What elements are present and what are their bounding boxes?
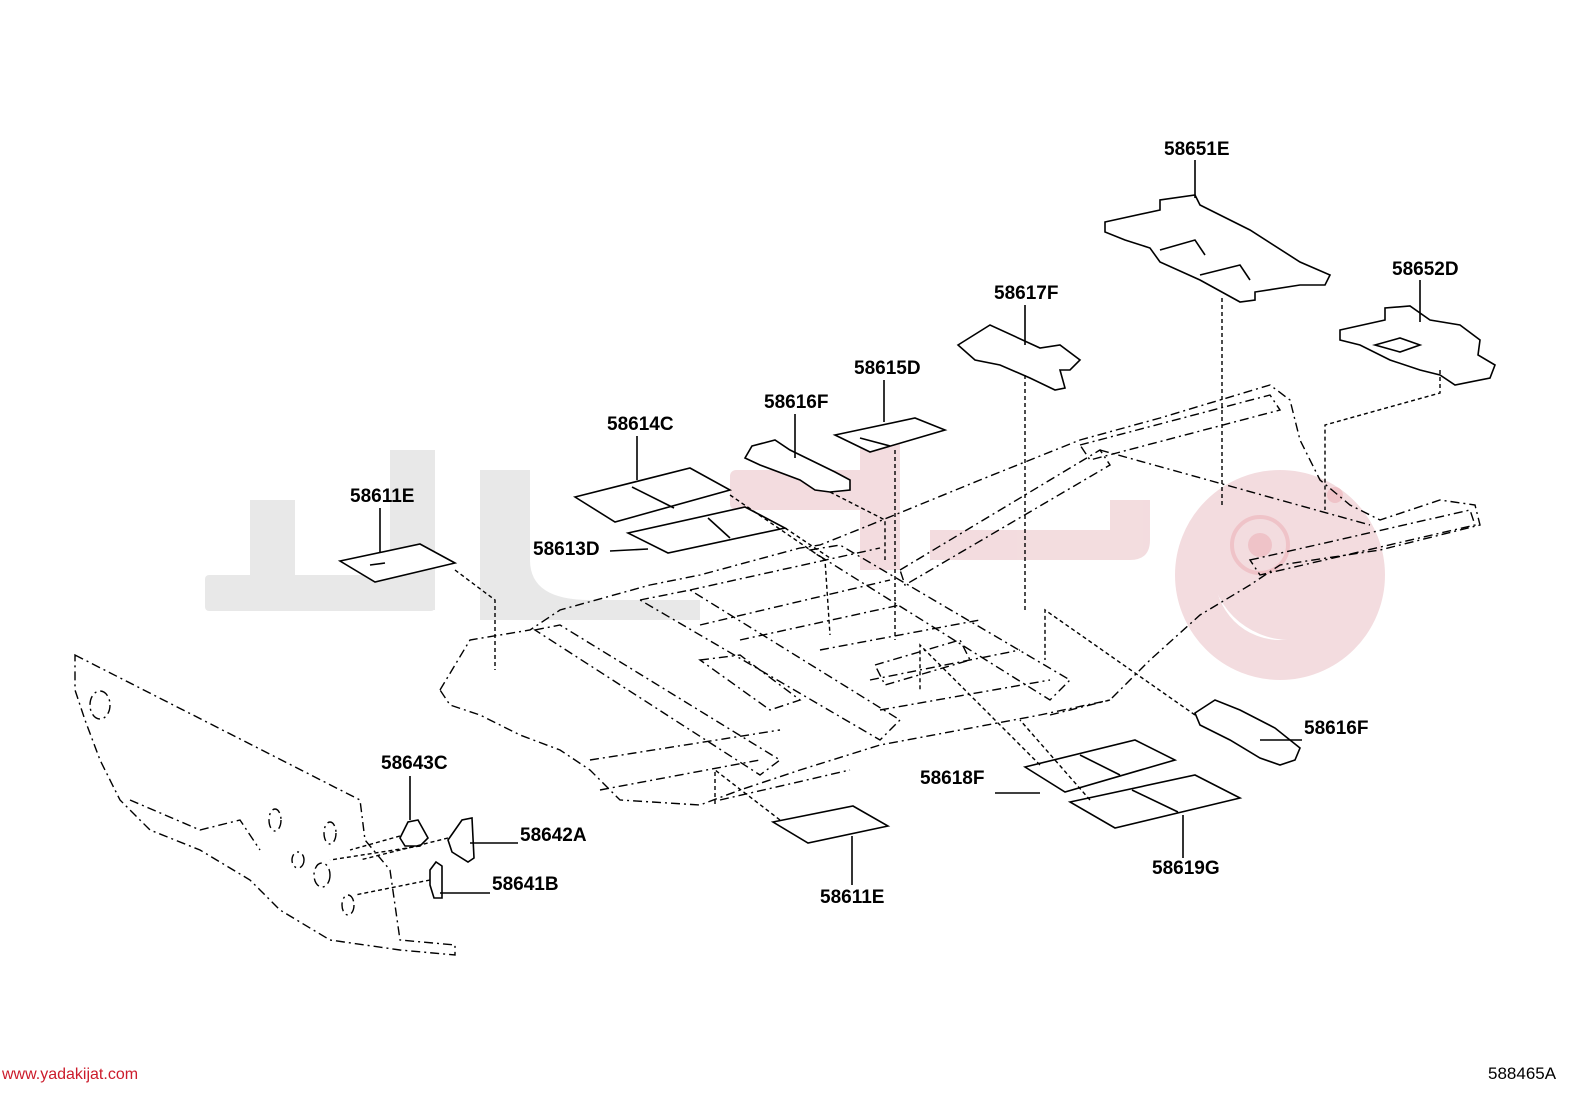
part-58613D xyxy=(625,506,788,554)
label-58613D: 58613D xyxy=(533,539,600,560)
part-58619G xyxy=(1067,774,1243,829)
label-58652D: 58652D xyxy=(1392,259,1459,280)
label-58614C: 58614C xyxy=(607,414,674,435)
label-58611E-bottom: 58611E xyxy=(820,887,884,908)
floor-pan-outline xyxy=(439,384,1481,806)
label-58616F-right: 58616F xyxy=(1304,718,1368,739)
part-58614C xyxy=(572,467,733,523)
part-58611E-bottom xyxy=(770,805,891,844)
dash-panel-outline xyxy=(74,653,456,956)
label-58611E-top: 58611E xyxy=(350,486,414,507)
leader-lines xyxy=(379,160,1421,894)
label-58651E: 58651E xyxy=(1164,139,1230,160)
location-connectors xyxy=(329,298,1441,896)
part-58618F xyxy=(1022,739,1178,793)
part-58642A xyxy=(447,817,475,863)
label-58615D: 58615D xyxy=(854,358,921,379)
part-58651E xyxy=(1104,194,1332,303)
part-58617F xyxy=(956,324,1082,391)
part-58652D xyxy=(1339,305,1496,386)
watermark-logo xyxy=(205,440,1385,680)
part-58643C xyxy=(399,819,429,847)
part-58611E-top xyxy=(337,543,458,583)
part-58641B xyxy=(429,860,443,899)
part-58616F-right xyxy=(1194,699,1301,766)
label-58617F: 58617F xyxy=(994,283,1058,304)
part-58615D xyxy=(832,417,948,453)
part-58616F-top xyxy=(743,439,851,493)
diagram-code: 588465A xyxy=(1488,1064,1557,1083)
label-58643C: 58643C xyxy=(381,753,448,774)
label-58619G: 58619G xyxy=(1152,858,1220,879)
label-58616F-top: 58616F xyxy=(764,392,828,413)
website-link[interactable]: www.yadakijat.com xyxy=(1,1066,138,1083)
label-58618F: 58618F xyxy=(920,768,984,789)
label-58642A: 58642A xyxy=(520,825,587,846)
label-58641B: 58641B xyxy=(492,874,559,895)
